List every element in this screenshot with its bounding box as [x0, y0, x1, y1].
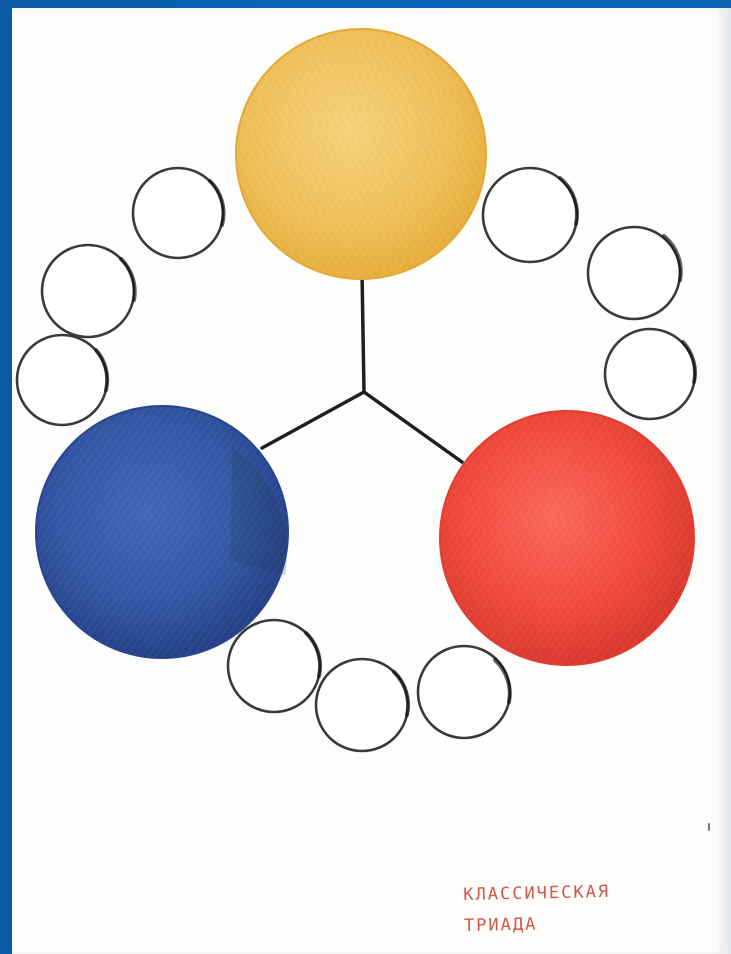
- triad-connector: [262, 272, 462, 462]
- connector-red: [364, 392, 462, 462]
- connector-blue: [262, 392, 364, 448]
- yellow-circle: [236, 29, 486, 279]
- empty-circle: [17, 335, 107, 425]
- pencil-mark: [708, 823, 710, 831]
- title-line-2: ТРИАДА: [464, 906, 695, 942]
- empty-circle: [588, 227, 680, 319]
- red-circle: [440, 411, 694, 665]
- blue-circle: [36, 406, 288, 658]
- title-line-1: КЛАССИЧЕСКАЯ: [463, 875, 694, 911]
- connector-yellow: [362, 272, 364, 392]
- title-handwriting: КЛАССИЧЕСКАЯ ТРИАДА: [463, 875, 694, 942]
